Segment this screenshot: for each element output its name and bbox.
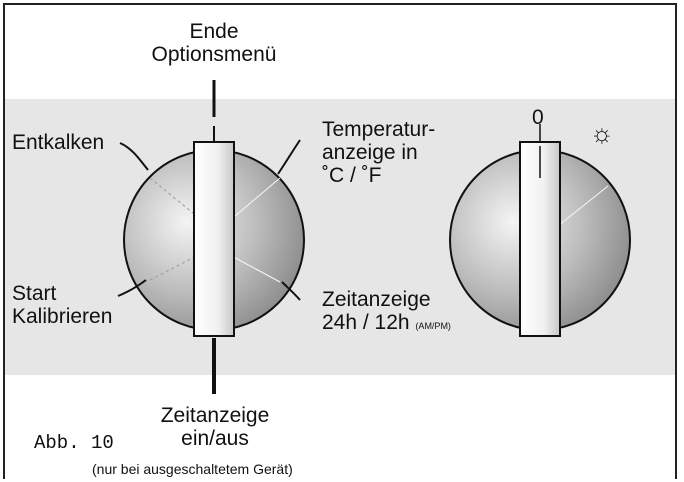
temperature-unit-label: Temperatur- anzeige in ˚C / ˚F [322, 118, 436, 187]
right-power-knob[interactable] [449, 141, 631, 337]
descale-label: Entkalken [12, 131, 105, 154]
right-lower-pointer [281, 281, 301, 301]
end-options-menu-label: Ende Optionsmenü [151, 20, 277, 66]
am-pm-note: (AM/PM) [415, 321, 451, 331]
off-position-label: 0 [532, 106, 544, 129]
left-upper-pointer [119, 142, 149, 171]
left-selector-knob[interactable] [123, 141, 305, 337]
right-upper-pointer [277, 139, 301, 175]
start-calibration-label: Start Kalibrieren [12, 282, 113, 328]
sun-icon: ☼ [590, 118, 614, 148]
time-display-toggle-label: Zeitanzeige ein/aus [160, 404, 270, 450]
figure-frame [3, 3, 677, 479]
figure-caption: Abb. 10 [34, 432, 114, 454]
time-format-label: Zeitanzeige 24h / 12h (AM/PM) [322, 288, 451, 334]
left-lower-pointer [117, 279, 147, 297]
device-off-note: (nur bei ausgeschaltetem Gerät) [92, 461, 293, 477]
